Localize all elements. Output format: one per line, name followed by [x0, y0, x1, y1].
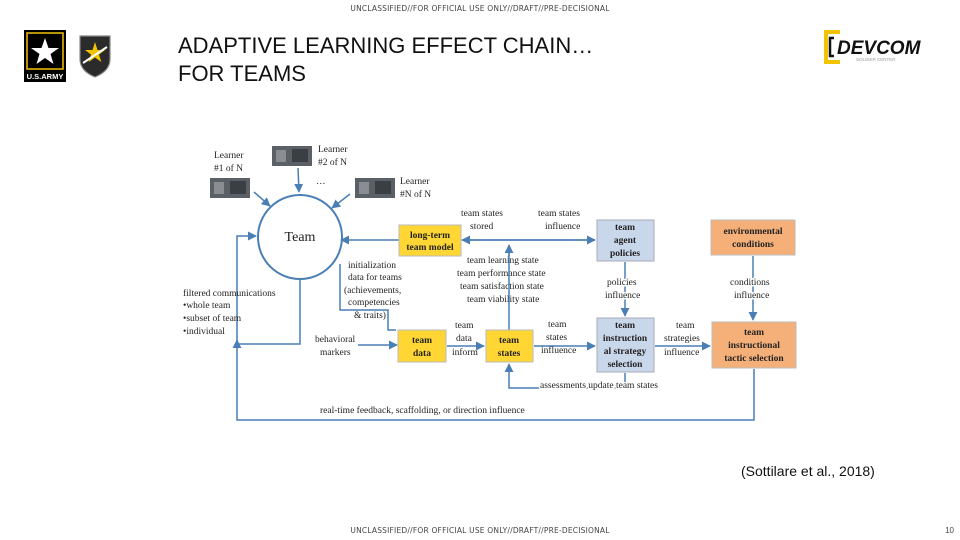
strategies-1: strategies [664, 334, 700, 344]
instructional-strategy-box [596, 317, 655, 373]
filtered-label-0: filtered communications [183, 288, 276, 299]
env-label-0: environmental [724, 227, 783, 237]
env-label-1: conditions [732, 240, 774, 250]
policies-label-0: policies [607, 278, 637, 288]
behavioral-label-1: markers [320, 348, 351, 358]
tactic-label-0: team [744, 328, 764, 338]
long-term-label-1: team model [406, 243, 454, 253]
team-data-label-0: team [412, 336, 432, 346]
team-agent-policies-box [596, 219, 655, 262]
states-list-1: team performance state [457, 268, 546, 279]
instr-label-3: selection [608, 360, 644, 370]
team-states-label-1: states [498, 349, 521, 359]
behavioral-label-0: behavioral [315, 335, 355, 345]
classification-banner-bottom: UNCLASSIFIED//FOR OFFICIAL USE ONLY//DRA… [350, 526, 610, 535]
learner-n-label-b: #N of N [400, 189, 431, 200]
init-label-0: initialization [348, 261, 396, 271]
states-influence2-1: states [546, 333, 567, 343]
filtered-label-3: •individual [183, 327, 225, 337]
init-label-3: competencies [348, 298, 400, 308]
init-label-4: & traits) [354, 310, 386, 321]
learner-n-arrow [331, 193, 351, 209]
agent-label-2: policies [610, 249, 640, 259]
assessments-label: assessments update team states [540, 381, 658, 391]
strategies-0: team [676, 321, 695, 331]
team-label: Team [285, 230, 316, 245]
init-label-2: (achievements, [344, 285, 401, 296]
realtime-label: real-time feedback, scaffolding, or dire… [320, 405, 525, 416]
devcom-logo: DEVCOM SOLDIER CENTER [822, 28, 932, 73]
conditions-label-1: influence [734, 290, 769, 301]
states-stored-1: stored [470, 222, 493, 232]
data-inform-0: team [455, 321, 474, 331]
realtime-feedback-loop [232, 339, 755, 421]
team-states-label-0: team [499, 336, 519, 346]
us-army-logo: U.S.ARMY [24, 30, 66, 87]
learner-2-label-a: Learner [318, 145, 348, 155]
learner-n-label-a: Learner [400, 177, 430, 187]
team-states-box [485, 329, 534, 363]
title-line-2: FOR TEAMS [178, 61, 306, 86]
instr-label-2: al strategy [604, 347, 647, 357]
init-connector [339, 264, 396, 331]
states-list-0: team learning state [467, 256, 539, 266]
classification-banner-top: UNCLASSIFIED//FOR OFFICIAL USE ONLY//DRA… [350, 4, 610, 13]
title-line-1: ADAPTIVE LEARNING EFFECT CHAIN… [178, 33, 594, 58]
environmental-conditions-box [710, 219, 796, 256]
states-stored-0: team states [461, 209, 503, 219]
instr-label-0: team [615, 321, 635, 331]
states-influence-0: team states [538, 209, 580, 219]
strategies-2: influence [664, 347, 699, 358]
learner-1-label-b: #1 of N [214, 163, 243, 174]
filtered-label-2: •subset of team [183, 313, 242, 324]
states-list-2: team satisfaction state [460, 281, 544, 292]
citation: (Sottilare et al., 2018) [741, 463, 875, 479]
learner-2-photo [272, 146, 312, 166]
conditions-label-0: conditions [730, 278, 770, 288]
init-label-1: data for teams [348, 272, 402, 283]
data-inform-2: inform [452, 347, 478, 358]
states-influence2-2: influence [541, 345, 576, 356]
instr-label-1: instruction [603, 334, 648, 344]
page-number: 10 [945, 526, 954, 535]
states-influence2-0: team [548, 320, 567, 330]
futures-command-emblem [77, 33, 113, 84]
long-term-label-0: long-term [410, 231, 450, 241]
filtered-label-1: •whole team [183, 301, 231, 311]
instructional-tactic-box [711, 321, 797, 369]
devcom-logo-subtext: SOLDIER CENTER [856, 57, 896, 62]
learner-1-label-a: Learner [214, 151, 244, 161]
learner-2-arrow [294, 167, 304, 193]
policies-label-1: influence [605, 290, 640, 301]
team-data-label-1: data [413, 349, 431, 359]
army-logo-text: U.S.ARMY [27, 72, 64, 81]
tactic-label-1: instructional [728, 341, 780, 351]
tactic-label-2: tactic selection [724, 354, 784, 364]
data-inform-1: data [456, 334, 473, 344]
states-list-3: team viability state [467, 295, 539, 305]
assessments-arrow [504, 363, 626, 389]
slide-title: ADAPTIVE LEARNING EFFECT CHAIN… FOR TEAM… [178, 32, 593, 88]
long-term-team-model-box [398, 224, 462, 257]
team-data-box [397, 329, 447, 363]
learner-1-arrow [253, 191, 271, 207]
learner-2-label-b: #2 of N [318, 157, 347, 168]
learner-ellipsis: … [316, 177, 326, 187]
states-influence-1: influence [545, 221, 580, 232]
learner-n-photo [355, 178, 395, 198]
agent-label-1: agent [614, 236, 637, 246]
devcom-logo-text: DEVCOM [837, 38, 922, 59]
agent-label-0: team [615, 223, 635, 233]
learner-1-photo [210, 178, 250, 198]
